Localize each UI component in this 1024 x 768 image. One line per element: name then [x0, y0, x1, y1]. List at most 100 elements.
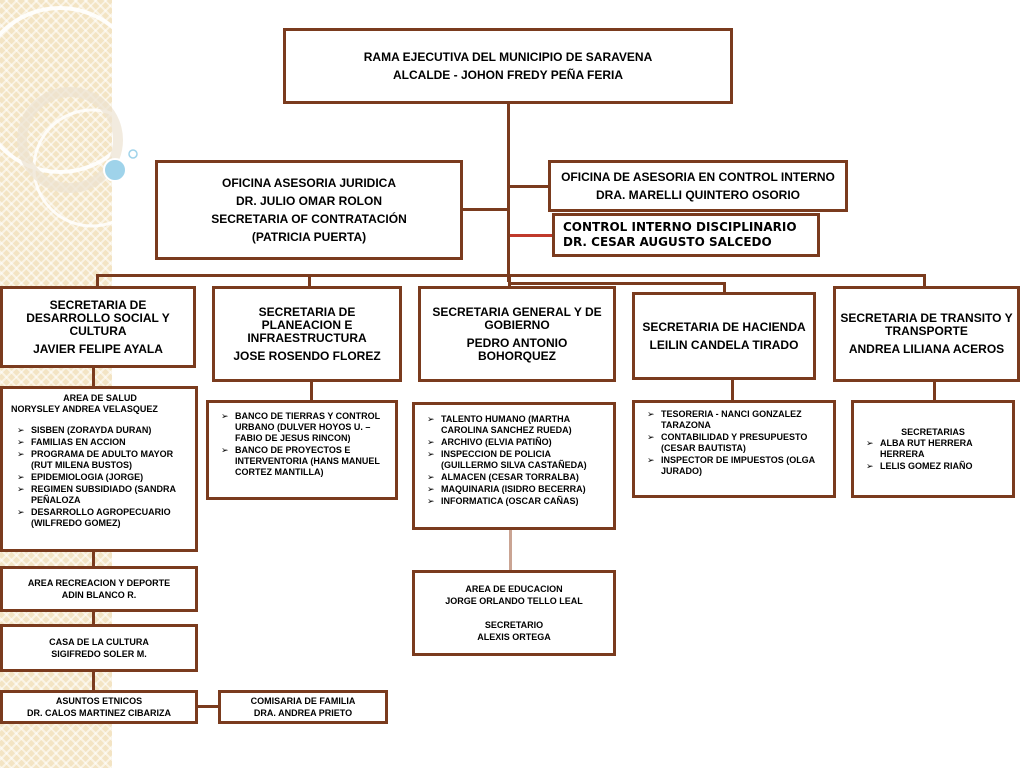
top-title: RAMA EJECUTIVA DEL MUNICIPIO DE SARAVENA	[363, 50, 653, 64]
arrow-bullet-icon: ➢	[427, 414, 435, 424]
connector	[507, 102, 510, 282]
secretaria-desarrollo-social-box: SECRETARIA DE DESARROLLO SOCIAL Y CULTUR…	[0, 286, 196, 368]
arrow-bullet-icon: ➢	[17, 437, 25, 447]
list-item: ➢INSPECCION DE POLICIA (GUILLERMO SILVA …	[427, 449, 587, 470]
hacienda-list: ➢TESORERIA - NANCI GONZALEZ TARAZONA ➢CO…	[641, 409, 827, 477]
arrow-bullet-icon: ➢	[427, 449, 435, 459]
hacienda-list-box: ➢TESORERIA - NANCI GONZALEZ TARAZONA ➢CO…	[632, 400, 836, 498]
connector	[509, 528, 512, 572]
list-item: ➢CONTABILIDAD Y PRESUPUESTO (CESAR BAUTI…	[647, 432, 808, 453]
area-head: JORGE ORLANDO TELLO LEAL	[445, 596, 583, 606]
salud-list: ➢SISBEN (ZORAYDA DURAN) ➢FAMILIAS EN ACC…	[11, 425, 189, 529]
planeacion-list: ➢BANCO DE TIERRAS Y CONTROL URBANO (DULV…	[215, 411, 389, 478]
juridica-head: DR. JULIO OMAR ROLON	[236, 194, 382, 208]
connector	[510, 282, 725, 285]
list-item: ➢INSPECTOR DE IMPUESTOS (OLGA JURADO)	[647, 455, 815, 476]
juridica-title: OFICINA ASESORIA JURIDICA	[221, 176, 396, 190]
arrow-bullet-icon: ➢	[427, 496, 435, 506]
list-item: ➢BANCO DE TIERRAS Y CONTROL URBANO (DULV…	[221, 411, 381, 443]
disciplinario-head: DR. CESAR AUGUSTO SALCEDO	[563, 235, 772, 249]
list-head: AREA DE SALUD	[63, 393, 137, 403]
connector	[462, 208, 508, 211]
casa-cultura-box: CASA DE LA CULTURA SIGIFREDO SOLER M.	[0, 624, 198, 672]
arrow-bullet-icon: ➢	[427, 484, 435, 494]
secretaria-head: JAVIER FELIPE AYALA	[33, 341, 163, 356]
top-executive-box: RAMA EJECUTIVA DEL MUNICIPIO DE SARAVENA…	[283, 28, 733, 104]
list-item: ➢ALMACEN (CESAR TORRALBA)	[427, 472, 579, 482]
bubble-icon	[103, 158, 127, 182]
transito-list: ➢ALBA RUT HERRERA HERRERA ➢LELIS GOMEZ R…	[860, 438, 1006, 472]
list-item: ➢TALENTO HUMANO (MARTHA CAROLINA SANCHEZ…	[427, 414, 572, 435]
list-item: ➢EPIDEMIOLOGIA (JORGE)	[17, 472, 144, 482]
planeacion-list-box: ➢BANCO DE TIERRAS Y CONTROL URBANO (DULV…	[206, 400, 398, 500]
juridica-box: OFICINA ASESORIA JURIDICA DR. JULIO OMAR…	[155, 160, 463, 260]
secretaria-head: JOSE ROSENDO FLOREZ	[233, 348, 381, 363]
area-educacion-box: AREA DE EDUCACION JORGE ORLANDO TELLO LE…	[412, 570, 616, 656]
connector	[933, 378, 936, 402]
arrow-bullet-icon: ➢	[866, 461, 874, 471]
control-interno-title: OFICINA DE ASESORIA EN CONTROL INTERNO	[561, 170, 835, 184]
list-item: ➢FAMILIAS EN ACCION	[17, 437, 126, 447]
list-item: ➢REGIMEN SUBSIDIADO (SANDRA PEÑALOZA	[17, 484, 176, 505]
connector	[308, 274, 311, 288]
connector	[96, 274, 926, 277]
area-title: COMISARIA DE FAMILIA	[250, 696, 356, 706]
arrow-bullet-icon: ➢	[17, 425, 25, 435]
control-interno-box: OFICINA DE ASESORIA EN CONTROL INTERNO D…	[548, 160, 848, 212]
list-item: ➢SISBEN (ZORAYDA DURAN)	[17, 425, 152, 435]
connector	[508, 185, 550, 188]
connector	[723, 282, 726, 294]
area-title: CASA DE LA CULTURA	[49, 637, 149, 647]
secretaria-title: SECRETARIA GENERAL Y DE GOBIERNO	[432, 304, 602, 332]
list-item: ➢ARCHIVO (ELVIA PATIÑO)	[427, 437, 552, 447]
secretaria-title: SECRETARIA DE PLANEACION E INFRAESTRUCTU…	[247, 304, 367, 345]
area-title: AREA DE EDUCACION	[465, 584, 563, 594]
comisaria-familia-box: COMISARIA DE FAMILIA DRA. ANDREA PRIETO	[218, 690, 388, 724]
contratacion-head: (PATRICIA PUERTA)	[251, 230, 367, 244]
decorative-circles	[0, 6, 152, 228]
area-head: DRA. ANDREA PRIETO	[253, 708, 353, 718]
list-head: SECRETARIAS	[901, 427, 965, 437]
list-item: ➢MAQUINARIA (ISIDRO BECERRA)	[427, 484, 586, 494]
arrow-bullet-icon: ➢	[427, 472, 435, 482]
secretaria-transito-box: SECRETARIA DE TRANSITO Y TRANSPORTE ANDR…	[833, 286, 1020, 382]
area-head: SIGIFREDO SOLER M.	[51, 649, 147, 659]
list-item: ➢TESORERIA - NANCI GONZALEZ TARAZONA	[647, 409, 802, 430]
list-subhead: NORYSLEY ANDREA VELASQUEZ	[11, 404, 158, 414]
control-interno-head: DRA. MARELLI QUINTERO OSORIO	[596, 188, 800, 202]
arrow-bullet-icon: ➢	[647, 409, 655, 419]
secretaria-general-box: SECRETARIA GENERAL Y DE GOBIERNO PEDRO A…	[418, 286, 616, 382]
arrow-bullet-icon: ➢	[647, 455, 655, 465]
transito-list-box: SECRETARIAS ➢ALBA RUT HERRERA HERRERA ➢L…	[851, 400, 1015, 498]
connector	[923, 274, 926, 288]
recreacion-box: AREA RECREACION Y DEPORTE ADIN BLANCO R.	[0, 566, 198, 612]
arrow-bullet-icon: ➢	[866, 438, 874, 448]
control-disciplinario-box: CONTROL INTERNO DISCIPLINARIO DR. CESAR …	[552, 213, 820, 257]
connector	[731, 378, 734, 402]
arrow-bullet-icon: ➢	[427, 437, 435, 447]
arrow-bullet-icon: ➢	[17, 472, 25, 482]
arrow-bullet-icon: ➢	[647, 432, 655, 442]
connector	[508, 274, 511, 288]
list-item: ➢INFORMATICA (OSCAR CAÑAS)	[427, 496, 579, 506]
area-head: ADIN BLANCO R.	[61, 590, 137, 600]
area-title: ASUNTOS ETNICOS	[55, 696, 143, 706]
asuntos-etnicos-box: ASUNTOS ETNICOS DR. CALOS MARTINEZ CIBAR…	[0, 690, 198, 724]
contratacion-title: SECRETARIA OF CONTRATACIÓN	[211, 212, 407, 226]
secretaria-head: ANDREA LILIANA ACEROS	[848, 342, 1005, 356]
area-salud-box: AREA DE SALUD NORYSLEY ANDREA VELASQUEZ …	[0, 386, 198, 552]
arrow-bullet-icon: ➢	[17, 484, 25, 494]
area-head: DR. CALOS MARTINEZ CIBARIZA	[27, 708, 171, 718]
list-item: ➢BANCO DE PROYECTOS E INTERVENTORIA (HAN…	[221, 445, 380, 477]
secretaria-title: SECRETARIA DE DESARROLLO SOCIAL Y CULTUR…	[26, 297, 170, 338]
connector	[96, 274, 99, 288]
connector	[198, 705, 220, 708]
list-item: ➢ALBA RUT HERRERA HERRERA	[866, 438, 973, 459]
general-list: ➢TALENTO HUMANO (MARTHA CAROLINA SANCHEZ…	[421, 414, 607, 507]
list-item: ➢DESARROLLO AGROPECUARIO (WILFREDO GOMEZ…	[17, 507, 171, 528]
arrow-bullet-icon: ➢	[17, 507, 25, 517]
connector	[510, 234, 552, 237]
area-subtitle: SECRETARIO	[484, 620, 544, 630]
secretaria-head: LEILIN CANDELA TIRADO	[649, 338, 799, 352]
area-subhead: ALEXIS ORTEGA	[477, 632, 551, 642]
